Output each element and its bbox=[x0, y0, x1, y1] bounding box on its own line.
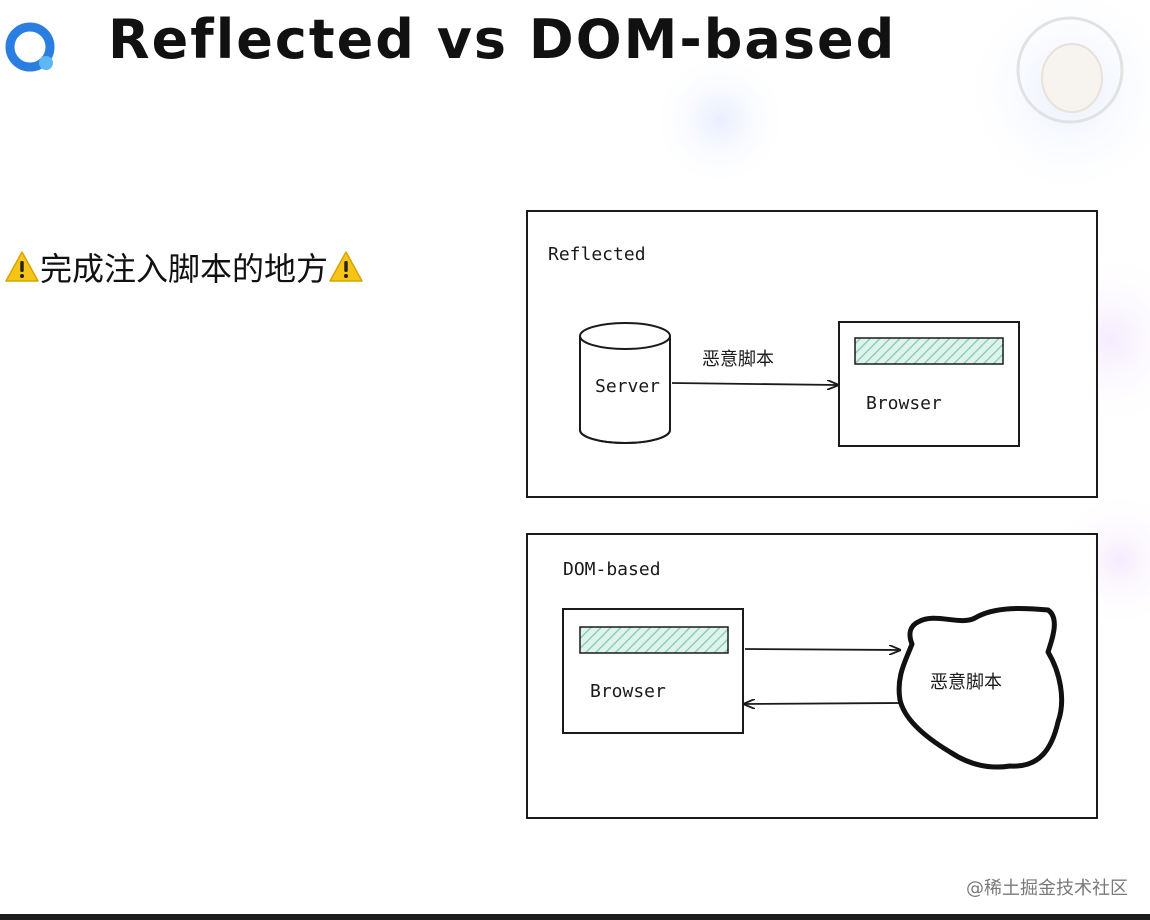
injection-note-text: 完成注入脚本的地方 bbox=[40, 250, 329, 288]
reflected-browser-label: Browser bbox=[866, 393, 942, 414]
injection-note: 完成注入脚本的地方 bbox=[4, 244, 364, 290]
dom-browser-label: Browser bbox=[590, 681, 666, 702]
slide-title: Reflected vs DOM-based bbox=[108, 8, 897, 71]
source-watermark: @稀土掘金技术社区 bbox=[966, 878, 1128, 899]
server-label: Server bbox=[595, 376, 660, 397]
server-cylinder bbox=[579, 322, 671, 444]
dom-browser-address-bar bbox=[579, 626, 729, 654]
dom-arrow-to-browser bbox=[744, 703, 903, 704]
malicious-script-label: 恶意脚本 bbox=[930, 672, 1002, 693]
footer-bar bbox=[0, 914, 1150, 920]
warning-icon bbox=[329, 251, 363, 282]
reflected-label: Reflected bbox=[548, 244, 646, 265]
warning-icon bbox=[5, 251, 39, 282]
dom-arrow-to-script bbox=[744, 649, 900, 650]
reflected-browser-address-bar bbox=[854, 337, 1004, 365]
reflected-arrow bbox=[671, 383, 838, 385]
dom-based-label: DOM-based bbox=[563, 559, 661, 580]
malicious-script-cloud bbox=[896, 606, 1065, 770]
app-logo-icon bbox=[5, 22, 55, 72]
reflected-arrow-label: 恶意脚本 bbox=[702, 349, 774, 370]
